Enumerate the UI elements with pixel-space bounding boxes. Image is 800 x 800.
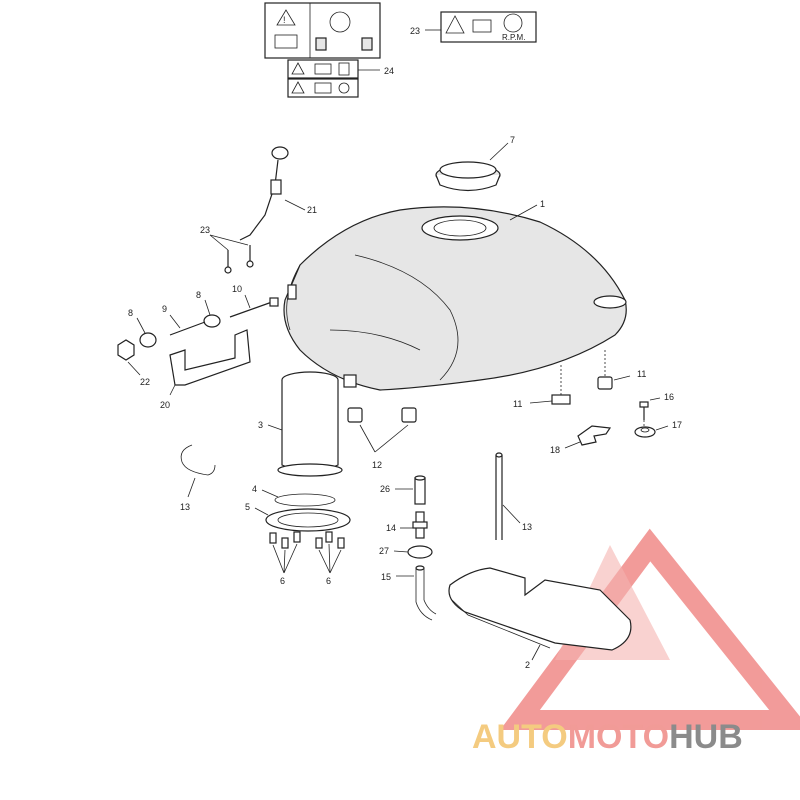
part-8-bushing-upper: 8 bbox=[196, 290, 221, 328]
part-number: 9 bbox=[162, 304, 167, 314]
part-number: 14 bbox=[386, 523, 396, 533]
label-fuel-box bbox=[287, 59, 359, 79]
part-number: 12 bbox=[372, 460, 382, 470]
part-number: 18 bbox=[550, 445, 560, 455]
part-number: 1 bbox=[540, 199, 545, 209]
part-4-o-ring: 4 bbox=[252, 484, 336, 507]
part-number: 16 bbox=[664, 392, 674, 402]
part-number: 7 bbox=[510, 135, 515, 145]
watermark-moto: MOTO bbox=[568, 718, 669, 756]
flame-icon bbox=[338, 82, 350, 94]
part-number: 22 bbox=[140, 377, 150, 387]
warning-labels-25: ! 24 bbox=[264, 2, 394, 98]
part-number: 27 bbox=[379, 546, 389, 556]
part-5-mounting-plate: 5 bbox=[245, 502, 351, 532]
svg-text:!: ! bbox=[283, 15, 286, 25]
part-8-bushing-lower: 8 bbox=[128, 308, 157, 348]
part-number: 8 bbox=[196, 290, 201, 300]
part-17-screw: 16 bbox=[639, 392, 674, 420]
part-21-sensor: 21 bbox=[239, 146, 317, 241]
battery-icon-2 bbox=[361, 37, 373, 51]
warning-label-24: R.P.M. 23 bbox=[410, 11, 537, 43]
part-15-hose: 15 bbox=[381, 565, 437, 621]
part-12-rubber-mounts: 12 bbox=[343, 374, 417, 470]
part-26-pipe: 26 bbox=[380, 475, 426, 505]
part-number: 21 bbox=[307, 205, 317, 215]
part-number: 6 bbox=[326, 576, 331, 586]
part-3-fuel-pump: 3 bbox=[258, 371, 343, 477]
part-number: 5 bbox=[245, 502, 250, 512]
warning-triangle-icon bbox=[276, 9, 296, 26]
watermark-hub: HUB bbox=[669, 718, 743, 756]
part-number: 23 bbox=[410, 26, 420, 36]
part-number: 17 bbox=[672, 420, 682, 430]
part-16-wire-clip: 13 bbox=[180, 444, 216, 512]
part-14-union: 14 bbox=[386, 511, 428, 539]
tank-mount-tab bbox=[287, 284, 297, 300]
manual-book-icon-4 bbox=[472, 19, 492, 33]
part-number: 13 bbox=[180, 502, 190, 512]
warning-triangle-icon-4 bbox=[445, 15, 465, 34]
part-number: 6 bbox=[280, 576, 285, 586]
rpm-gauge-icon bbox=[503, 13, 523, 33]
part-number: 10 bbox=[232, 284, 242, 294]
part-number: 2 bbox=[525, 660, 530, 670]
part-18-washer: 17 bbox=[634, 420, 682, 438]
battery-icon bbox=[315, 37, 327, 51]
part-7-filler-ring: 7 bbox=[435, 135, 515, 192]
part-9-spacer: 9 bbox=[162, 304, 206, 336]
part-13-drain-tube: 13 bbox=[495, 452, 532, 540]
part-number: 8 bbox=[128, 308, 133, 318]
watermark-auto: AUTO bbox=[472, 718, 568, 756]
part-number: 23 bbox=[200, 225, 210, 235]
part-11-grommet-right: 11 bbox=[597, 369, 646, 390]
part-1-fuel-tank: 1 bbox=[283, 199, 627, 391]
part-number: 11 bbox=[513, 399, 522, 409]
watermark-text: AUTOMOTOHUB bbox=[472, 718, 743, 756]
part-number: 15 bbox=[381, 572, 391, 582]
label-flame-box bbox=[287, 78, 359, 98]
skull-icon bbox=[329, 11, 351, 33]
part-20-bracket: 20 bbox=[160, 329, 251, 410]
part-number: 24 bbox=[384, 66, 394, 76]
manual-book-icon bbox=[274, 34, 298, 49]
fuel-pump-icon bbox=[338, 62, 350, 76]
part-number: 13 bbox=[522, 522, 532, 532]
part-number: 3 bbox=[258, 420, 263, 430]
part-10-bolt: 10 bbox=[229, 284, 279, 318]
part-22-nut: 22 bbox=[117, 339, 150, 387]
part-6-bolts-left: 6 bbox=[269, 531, 301, 586]
manual-book-icon-3 bbox=[314, 82, 332, 94]
part-11-grommet-left: 11 bbox=[513, 394, 571, 409]
part-number: 20 bbox=[160, 400, 170, 410]
part-19-clamp-bracket: 18 bbox=[550, 425, 612, 455]
manual-book-icon-2 bbox=[314, 63, 332, 75]
part-27-clamp: 27 bbox=[379, 545, 433, 559]
warning-triangle-icon-3 bbox=[291, 81, 305, 94]
warning-triangle-icon-2 bbox=[291, 62, 305, 75]
part-2-heat-shield: 2 bbox=[448, 567, 632, 670]
part-number: 4 bbox=[252, 484, 257, 494]
part-number: 26 bbox=[380, 484, 390, 494]
part-number: 11 bbox=[637, 369, 646, 379]
part-6-bolts-right: 6 bbox=[315, 531, 345, 586]
rpm-text: R.P.M. bbox=[502, 33, 525, 42]
part-23-screws: 23 bbox=[200, 225, 254, 274]
